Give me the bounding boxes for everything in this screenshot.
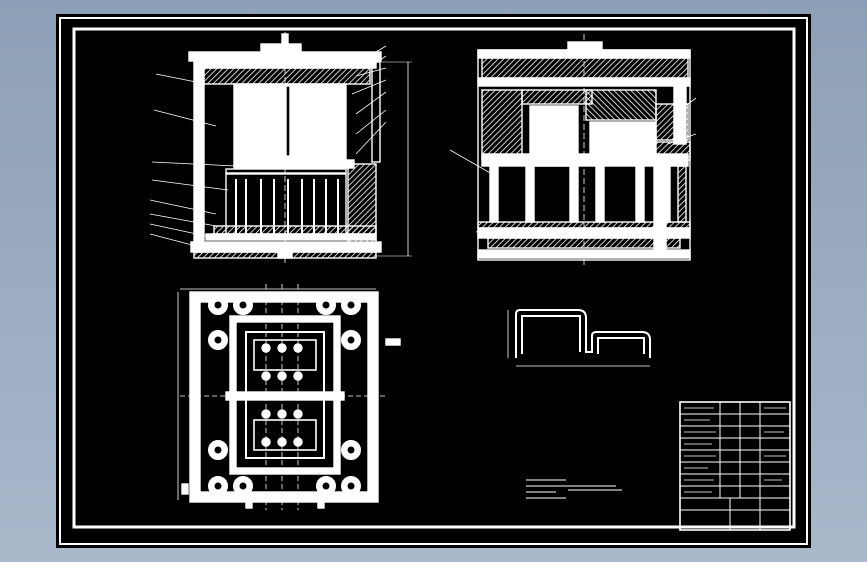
drawing-sheet [56,14,811,548]
technical-notes [526,479,622,499]
side-section-view [449,34,697,266]
plan-view [177,284,401,510]
outer-border [59,17,808,545]
plastic-part-sketch [507,309,651,367]
mold-assembly-drawing [59,17,808,545]
front-section-view [149,32,412,266]
title-block [679,401,791,531]
inner-border [72,27,796,529]
